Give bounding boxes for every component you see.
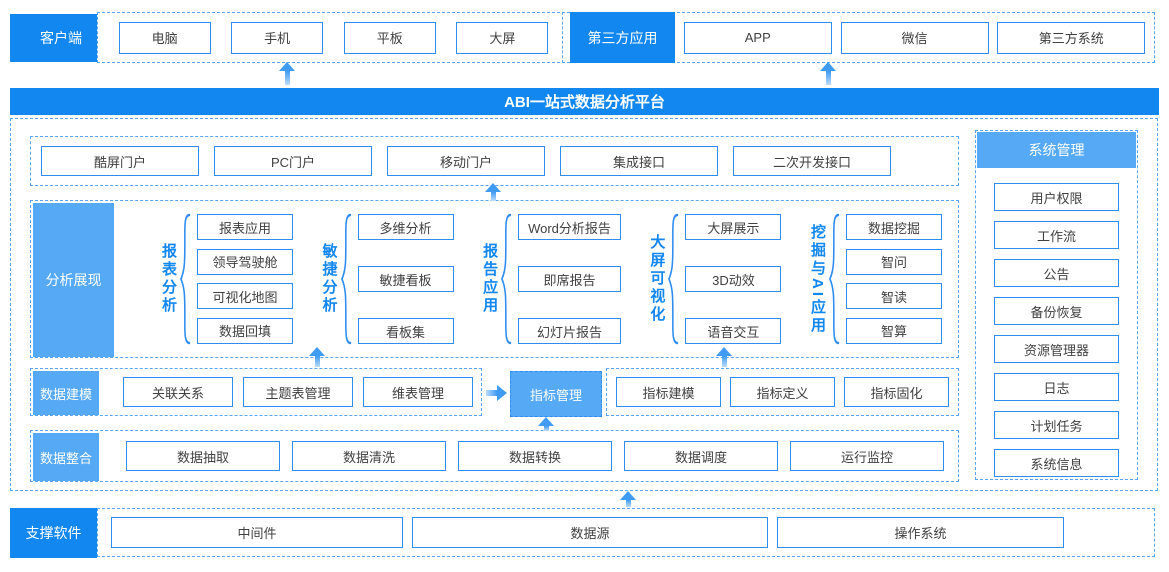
device-item: 手机 [231, 21, 324, 54]
analysis-item: 报表应用 [197, 214, 293, 240]
device-item: 平板 [343, 21, 436, 54]
integration-item: 运行监控 [790, 441, 944, 471]
portal-row: 酷屏门户 PC门户 移动门户 集成接口 二次开发接口 [30, 136, 959, 186]
indicator-item: 指标定义 [730, 377, 835, 407]
up-arrow-icon [538, 417, 554, 431]
integration-section: 数据整合 数据抽取 数据清洗 数据转换 数据调度 运行监控 [30, 430, 959, 482]
analysis-group-reporting: 报告应用 Word分析报告 即席报告 幻灯片报告 [481, 213, 621, 345]
client-label: 客户端 [10, 14, 112, 62]
portal-item: PC门户 [214, 146, 372, 176]
analysis-item: 敏捷看板 [357, 266, 454, 292]
analysis-item: 幻灯片报告 [518, 318, 621, 344]
analysis-item: 领导驾驶舱 [197, 248, 293, 275]
group-label: 敏捷分析 [320, 243, 338, 315]
third-party-label: 第三方应用 [570, 12, 675, 63]
modeling-item: 主题表管理 [243, 377, 353, 407]
integration-item: 数据转换 [458, 441, 612, 471]
modeling-item: 关联关系 [123, 377, 233, 407]
third-party-box: 第三方应用 APP 微信 第三方系统 [562, 12, 1155, 63]
up-arrow-icon [309, 347, 325, 367]
brace-icon [828, 213, 840, 345]
brace-icon [340, 213, 351, 345]
portal-item: 酷屏门户 [41, 146, 199, 176]
platform-container [10, 118, 1158, 491]
analysis-item: 大屏展示 [685, 214, 782, 240]
up-arrow-icon [279, 62, 295, 85]
analysis-section-label: 分析展现 [33, 203, 114, 357]
up-arrow-icon [716, 347, 732, 367]
system-item: 日志 [994, 373, 1119, 401]
system-panel: 系统管理 用户权限 工作流 公告 备份恢复 资源管理器 日志 计划任务 系统信息 [975, 130, 1138, 480]
analysis-group-agile: 敏捷分析 多维分析 敏捷看板 看板集 [320, 213, 454, 345]
analysis-item: Word分析报告 [518, 214, 621, 240]
integration-item: 数据抽取 [126, 441, 280, 471]
system-item: 资源管理器 [994, 335, 1119, 363]
brace-icon [180, 213, 191, 345]
support-section: 中间件 数据源 操作系统 [97, 508, 1155, 557]
analysis-item: 语音交互 [685, 318, 782, 344]
indicator-item: 指标建模 [616, 377, 721, 407]
analysis-item: 数据挖掘 [845, 214, 942, 240]
analysis-item: 智问 [845, 248, 942, 275]
analysis-item: 智算 [845, 317, 942, 344]
device-item: 电脑 [118, 21, 211, 54]
group-label: 报告应用 [481, 243, 499, 315]
portal-item: 二次开发接口 [733, 146, 891, 176]
integration-item: 数据调度 [624, 441, 778, 471]
indicator-items-box: 指标建模 指标定义 指标固化 [606, 368, 959, 416]
group-label: 大屏可视化 [648, 234, 666, 324]
support-item: 中间件 [111, 517, 403, 548]
analysis-group-report: 报表分析 报表应用 领导驾驶舱 可视化地图 数据回填 [160, 213, 293, 345]
platform-banner: ABI一站式数据分析平台 [10, 88, 1159, 115]
analysis-section: 分析展现 报表分析 报表应用 领导驾驶舱 可视化地图 数据回填 敏捷分析 多维 [30, 200, 959, 358]
system-item: 备份恢复 [994, 297, 1119, 325]
modeling-section: 数据建模 关联关系 主题表管理 维表管理 [30, 368, 482, 416]
up-arrow-icon [820, 62, 836, 85]
analysis-group-bigscreen: 大屏可视化 大屏展示 3D动效 语音交互 [648, 213, 782, 345]
indicator-manage-box: 指标管理 [510, 371, 602, 417]
support-section-label: 支撑软件 [10, 508, 97, 558]
analysis-item: 即席报告 [518, 266, 621, 292]
modeling-item: 维表管理 [363, 377, 473, 407]
system-item: 用户权限 [994, 183, 1119, 211]
third-party-item: APP [683, 21, 832, 54]
third-party-item: 第三方系统 [997, 21, 1146, 54]
brace-icon [501, 213, 512, 345]
analysis-item: 智读 [845, 283, 942, 310]
up-arrow-icon [485, 183, 501, 201]
integration-section-label: 数据整合 [33, 433, 99, 481]
support-item: 数据源 [412, 517, 768, 548]
system-item: 系统信息 [994, 449, 1119, 477]
system-item: 公告 [994, 259, 1119, 287]
indicator-item: 指标固化 [844, 377, 949, 407]
third-party-items: APP 微信 第三方系统 [675, 21, 1154, 54]
analysis-groups: 报表分析 报表应用 领导驾驶舱 可视化地图 数据回填 敏捷分析 多维分析 敏捷看… [160, 201, 942, 357]
up-arrow-icon [620, 491, 636, 507]
analysis-item: 看板集 [357, 318, 454, 344]
system-panel-header: 系统管理 [977, 132, 1136, 168]
system-item: 计划任务 [994, 411, 1119, 439]
right-arrow-icon [486, 385, 507, 401]
group-label: 报表分析 [160, 243, 177, 315]
client-devices-box: 电脑 手机 平板 大屏 [97, 12, 570, 63]
brace-icon [668, 213, 679, 345]
modeling-section-label: 数据建模 [33, 371, 99, 415]
third-party-item: 微信 [840, 21, 989, 54]
analysis-item: 数据回填 [197, 317, 293, 344]
integration-items: 数据抽取 数据清洗 数据转换 数据调度 运行监控 [126, 431, 944, 481]
system-item: 工作流 [994, 221, 1119, 249]
group-label: 挖掘与AI应用 [808, 223, 826, 335]
analysis-item: 可视化地图 [197, 283, 293, 310]
analysis-group-ai: 挖掘与AI应用 数据挖掘 智问 智读 智算 [808, 213, 942, 345]
modeling-items: 关联关系 主题表管理 维表管理 [123, 369, 473, 415]
analysis-item: 多维分析 [357, 214, 454, 240]
integration-item: 数据清洗 [292, 441, 446, 471]
analysis-item: 3D动效 [685, 266, 782, 292]
device-item: 大屏 [456, 21, 549, 54]
system-items: 用户权限 工作流 公告 备份恢复 资源管理器 日志 计划任务 系统信息 [976, 169, 1137, 477]
portal-item: 移动门户 [387, 146, 545, 176]
support-item: 操作系统 [777, 517, 1064, 548]
portal-item: 集成接口 [560, 146, 718, 176]
